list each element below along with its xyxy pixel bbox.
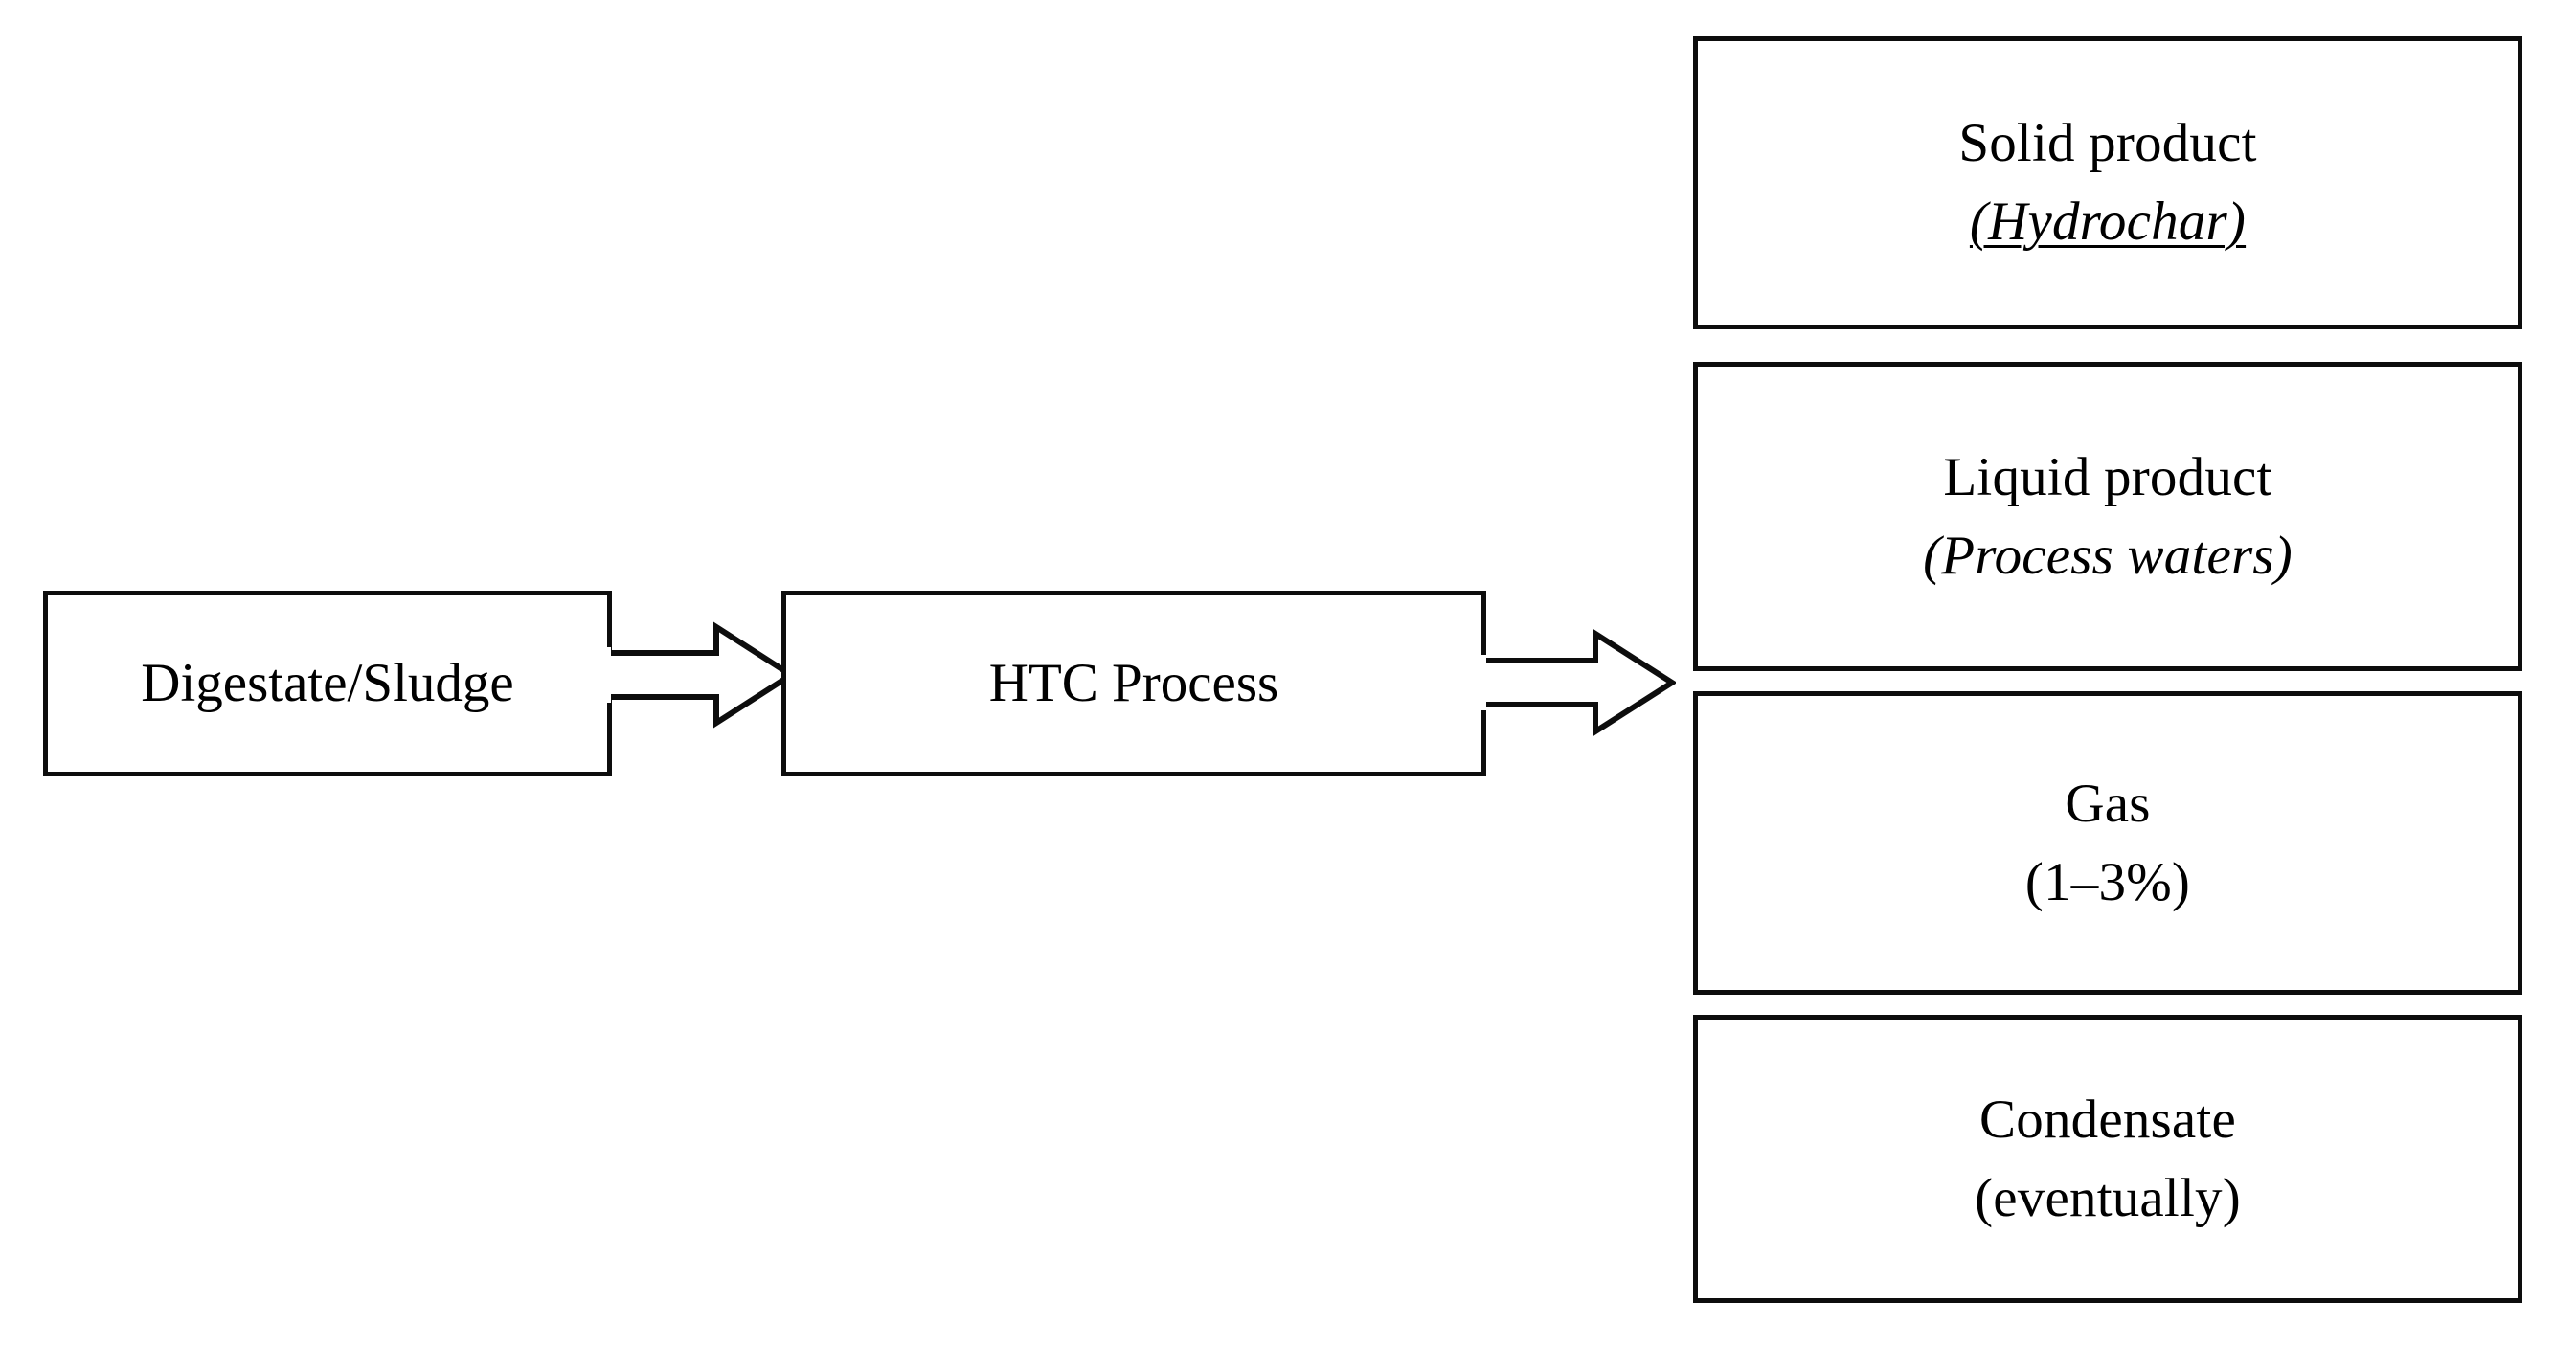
node-htc-process[interactable]: HTC Process: [781, 591, 1486, 776]
node-solid-product-label: Solid product: [1958, 113, 2257, 174]
node-condensate-label: Condensate: [1979, 1089, 2236, 1150]
node-solid-product-sublabel: (Hydrochar): [1969, 191, 2247, 252]
node-condensate[interactable]: Condensate (eventually): [1693, 1015, 2522, 1303]
arrow-input-to-process-icon: [603, 621, 795, 729]
node-digestate-sludge[interactable]: Digestate/Sludge: [43, 591, 612, 776]
arrow-process-to-products-icon: [1479, 628, 1676, 737]
node-gas-label: Gas: [2065, 773, 2151, 834]
node-gas-sublabel: (1–3%): [2024, 851, 2191, 912]
node-condensate-sublabel: (eventually): [1975, 1167, 2241, 1228]
node-liquid-product[interactable]: Liquid product (Process waters): [1693, 362, 2522, 671]
node-liquid-product-label: Liquid product: [1943, 446, 2272, 507]
node-liquid-product-sublabel: (Process waters): [1923, 525, 2293, 586]
node-htc-process-label: HTC Process: [988, 653, 1279, 714]
node-gas[interactable]: Gas (1–3%): [1693, 691, 2522, 995]
node-solid-product[interactable]: Solid product (Hydrochar): [1693, 36, 2522, 329]
node-digestate-sludge-label: Digestate/Sludge: [141, 653, 514, 714]
